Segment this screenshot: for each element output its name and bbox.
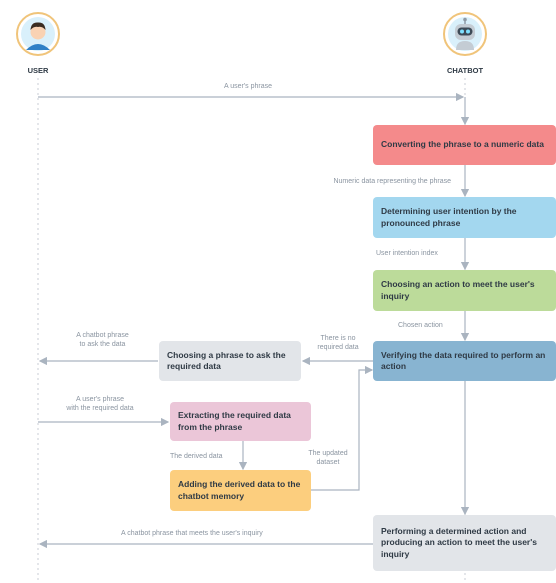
box-choose-phrase: Choosing a phrase to ask the required da… <box>159 341 301 381</box>
box-extract-data: Extracting the required data from the ph… <box>170 402 311 441</box>
user-avatar-icon <box>16 12 60 56</box>
chatbot-actor-name: CHATBOT <box>446 66 484 75</box>
arrow-updated-dataset <box>311 365 374 491</box>
box-verify-data: Verifying the data required to perform a… <box>373 341 556 381</box>
box-add-memory: Adding the derived data to the chatbot m… <box>170 470 311 511</box>
box-perform-action: Performing a determined action and produ… <box>373 515 556 571</box>
robot-avatar-icon <box>443 12 487 56</box>
label-intention-index: User intention index <box>376 250 438 257</box>
label-users-phrase: A user's phrase <box>224 83 273 90</box>
box-choose-action: Choosing an action to meet the user's in… <box>373 270 556 311</box>
label-derived-data: The derived data <box>170 453 223 460</box>
label-updated-dataset: The updated dataset <box>308 450 348 467</box>
label-chosen-action: Chosen action <box>398 322 443 329</box>
label-no-required-data: There is no required data <box>317 335 359 352</box>
box-convert-phrase: Converting the phrase to a numeric data <box>373 125 556 165</box>
label-chatbot-ask: A chatbot phrase to ask the data <box>76 332 129 349</box>
user-actor-name: USER <box>27 66 49 75</box>
box-determine-intention: Determining user intention by the pronou… <box>373 197 556 238</box>
label-final-phrase: A chatbot phrase that meets the user's i… <box>121 530 263 537</box>
label-numeric-data: Numeric data representing the phrase <box>333 178 451 185</box>
label-user-with-data: A user's phrase with the required data <box>66 396 134 413</box>
